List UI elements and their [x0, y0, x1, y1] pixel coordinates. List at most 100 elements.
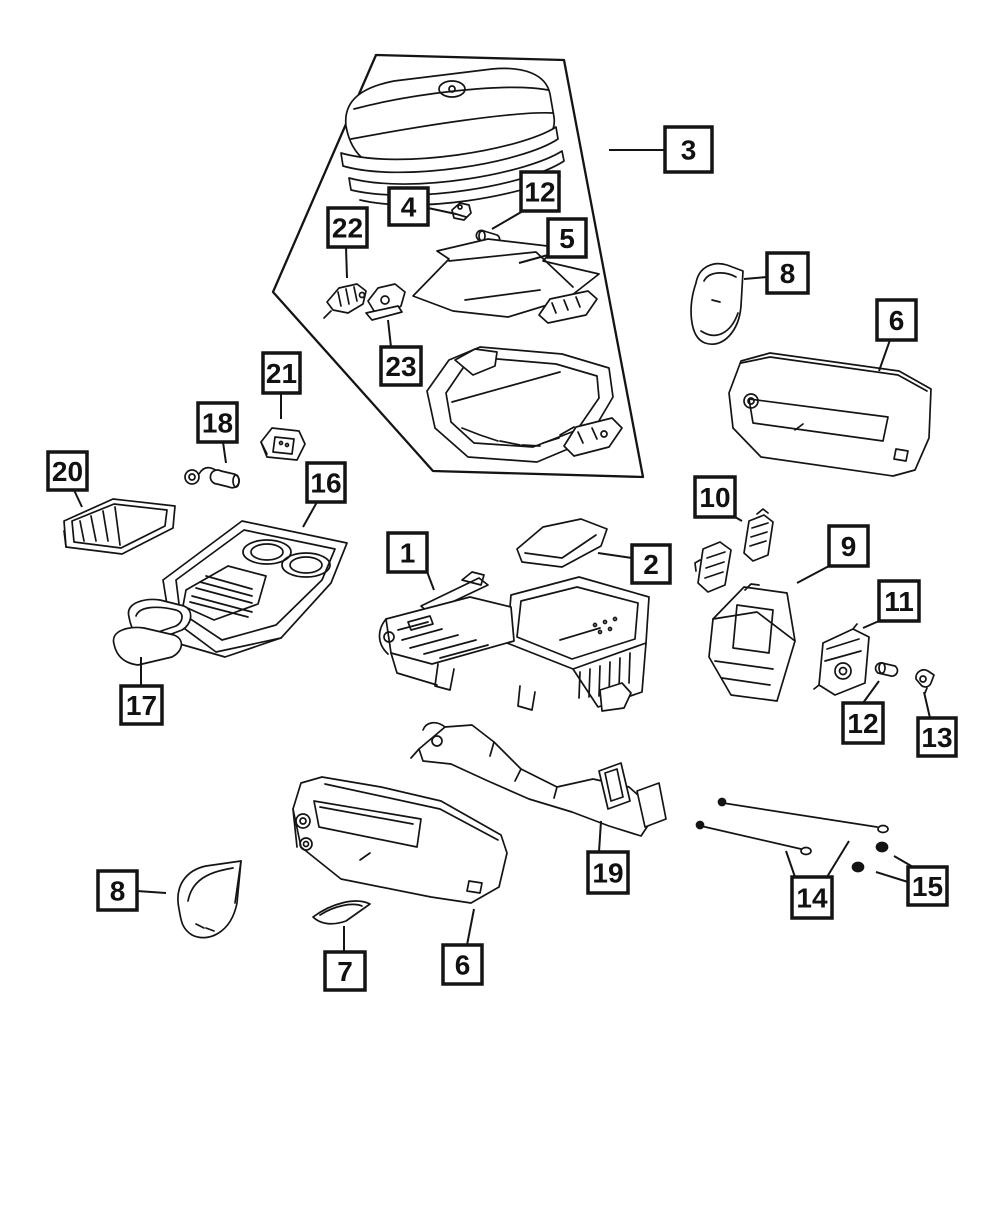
leader-line-12-top	[491, 210, 524, 230]
callout-17[interactable]: 17	[119, 684, 164, 726]
callout-6-lower[interactable]: 6	[441, 943, 484, 986]
callout-box-12-lower[interactable]	[841, 701, 885, 745]
sketch-console-top	[162, 520, 348, 658]
sketch-armrest-lid	[340, 67, 565, 206]
callout-box-19[interactable]	[586, 850, 630, 895]
leader-line-15	[875, 871, 909, 883]
callout-box-5[interactable]	[546, 217, 588, 259]
parts-sketches	[63, 53, 935, 939]
sketch-latch-striker	[365, 283, 406, 321]
callout-box-11[interactable]	[877, 579, 921, 623]
callout-number-8-lower: 8	[110, 876, 126, 907]
callout-number-22: 22	[332, 213, 363, 244]
leader-line-14-2	[826, 840, 850, 878]
callout-box-3[interactable]	[663, 125, 714, 174]
callout-box-18[interactable]	[196, 401, 239, 444]
leader-lines	[73, 149, 931, 952]
sketch-floor-bracket	[410, 721, 667, 837]
callout-box-17[interactable]	[119, 684, 164, 726]
sketch-trim-strip	[312, 900, 371, 925]
callout-number-15: 15	[912, 871, 943, 902]
callout-number-21: 21	[266, 358, 297, 389]
callout-3[interactable]: 3	[663, 125, 714, 174]
callout-23[interactable]: 23	[379, 345, 423, 387]
callout-10[interactable]: 10	[693, 475, 737, 519]
callout-22[interactable]: 22	[326, 206, 369, 249]
sketch-side-panel-upper	[728, 352, 932, 477]
callout-5[interactable]: 5	[546, 217, 588, 259]
exploded-view-outline	[271, 53, 645, 479]
callout-number-9: 9	[841, 531, 857, 562]
callout-box-13[interactable]	[916, 716, 958, 758]
callout-2[interactable]: 2	[630, 543, 672, 585]
sketch-lid-liner	[412, 238, 600, 318]
callout-number-7: 7	[337, 956, 353, 987]
callout-14[interactable]: 14	[790, 875, 834, 920]
callout-number-16: 16	[310, 468, 341, 499]
callout-18[interactable]: 18	[196, 401, 239, 444]
leader-line-6-upper	[878, 339, 891, 372]
sketch-hinge-rail	[538, 290, 598, 324]
sketch-lid-bumper	[451, 202, 472, 221]
leader-line-8-lower	[136, 890, 167, 894]
sketch-outlet-bracket	[813, 623, 870, 696]
leader-line-11	[862, 620, 880, 629]
leader-line-8-upper	[743, 276, 768, 280]
callout-box-15[interactable]	[906, 865, 949, 907]
callout-box-6-lower[interactable]	[441, 943, 484, 986]
leader-line-19	[598, 820, 602, 853]
callout-box-16[interactable]	[305, 461, 347, 504]
callout-box-4[interactable]	[387, 186, 430, 227]
callout-6-upper[interactable]: 6	[875, 298, 918, 342]
leader-line-13	[923, 691, 931, 719]
callout-number-11: 11	[884, 586, 914, 617]
callout-20[interactable]: 20	[46, 450, 89, 492]
leader-line-9	[796, 565, 830, 584]
leader-line-4	[427, 207, 457, 215]
callout-21[interactable]: 21	[261, 351, 302, 395]
callout-box-14[interactable]	[790, 875, 834, 920]
leader-line-5	[518, 254, 549, 264]
callout-number-12-top: 12	[524, 177, 555, 208]
leader-line-20	[73, 489, 83, 508]
callout-1[interactable]: 1	[386, 531, 429, 574]
callout-box-20[interactable]	[46, 450, 89, 492]
callout-12-top[interactable]: 12	[519, 170, 561, 213]
callout-box-9[interactable]	[827, 524, 870, 568]
callout-16[interactable]: 16	[305, 461, 347, 504]
callout-number-14: 14	[796, 883, 828, 914]
callout-15[interactable]: 15	[906, 865, 949, 907]
sketch-corner-cap-upper	[690, 262, 744, 345]
sketch-floor-mat	[516, 518, 608, 568]
callout-number-6-upper: 6	[889, 305, 905, 336]
callout-box-7[interactable]	[323, 950, 367, 992]
callout-number-6-lower: 6	[455, 950, 471, 981]
callout-7[interactable]: 7	[323, 950, 367, 992]
callout-8-upper[interactable]: 8	[765, 251, 810, 295]
callout-4[interactable]: 4	[387, 186, 430, 227]
callout-number-23: 23	[385, 351, 416, 382]
callout-box-12-top[interactable]	[519, 170, 561, 213]
callout-box-23[interactable]	[379, 345, 423, 387]
callout-box-22[interactable]	[326, 206, 369, 249]
callout-box-1[interactable]	[386, 531, 429, 574]
sketch-socket	[915, 669, 935, 694]
sketch-lid-bin	[426, 346, 614, 463]
callout-11[interactable]: 11	[877, 579, 921, 623]
callout-box-6-upper[interactable]	[875, 298, 918, 342]
callout-9[interactable]: 9	[827, 524, 870, 568]
leader-line-6-lower	[466, 908, 475, 946]
sketch-grommets	[851, 841, 889, 873]
callout-8-lower[interactable]: 8	[96, 869, 139, 912]
leader-line-18	[222, 441, 227, 464]
callout-12-lower[interactable]: 12	[841, 701, 885, 745]
callout-box-8-lower[interactable]	[96, 869, 139, 912]
sketch-storage-tray	[63, 498, 176, 555]
callout-box-8-upper[interactable]	[765, 251, 810, 295]
callout-13[interactable]: 13	[916, 716, 958, 758]
callout-box-2[interactable]	[630, 543, 672, 585]
callout-19[interactable]: 19	[586, 850, 630, 895]
callout-box-21[interactable]	[261, 351, 302, 395]
callout-box-10[interactable]	[693, 475, 737, 519]
sketch-lamp-wiring	[184, 466, 240, 489]
